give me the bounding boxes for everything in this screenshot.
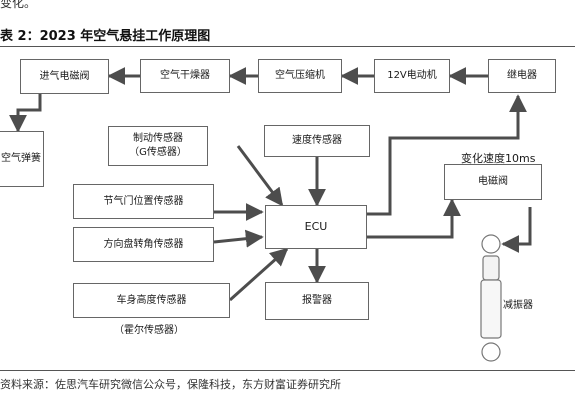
arrow-solenoid-to-shock [501,207,532,253]
air-spring-box: 空气弹簧 [0,131,44,187]
compressor-box: 空气压缩机 [258,59,342,93]
speed-sensor-box: 速度传感器 [264,125,370,157]
solenoid-valve-box: 电磁阀 [444,164,542,200]
steering-sensor-box: 方向盘转角传感器 [73,227,214,262]
throttle-sensor-box: 节气门位置传感器 [73,184,214,219]
dryer-box: 空气干燥器 [140,59,230,93]
brake-sensor-box: 制动传感器 （G传感器） [108,126,208,166]
alarm-box: 报警器 [265,282,369,320]
arrow-intake-to-spring [9,94,42,133]
ecu-box: ECU [265,205,367,249]
arrow-steering-to-ecu [213,229,264,248]
source-note: 资料来源：佐思汽车研究微信公众号，保隆科技，东方财富证券研究所 [0,378,341,391]
arrow-ecu-to-relay [367,94,527,216]
top-rule [0,46,575,47]
speed-change-label: 变化速度10ms [461,152,536,165]
bottom-rule [0,370,575,371]
brake-sensor-label: 制动传感器 [133,133,183,144]
figure-title: 表 2：2023 年空气悬挂工作原理图 [0,29,211,44]
height-sensor-box: 车身高度传感器 [73,283,230,318]
arrow-ecu-to-solenoid [367,198,461,239]
relay-box: 继电器 [488,59,556,93]
brake-sensor-sublabel: （G传感器） [129,147,187,158]
intake-valve-box: 进气电磁阀 [20,59,109,94]
motor-12v-box: 12V电动机 [374,59,450,93]
shock-absorber-label: 减振器 [503,300,533,311]
arrow-brake-to-ecu [236,145,284,207]
arrow-height-to-ecu [228,247,289,302]
top-text-fragment: 变化。 [0,0,37,10]
hall-sensor-label: （霍尔传感器） [114,325,184,336]
shock-absorber-figure [480,234,502,362]
